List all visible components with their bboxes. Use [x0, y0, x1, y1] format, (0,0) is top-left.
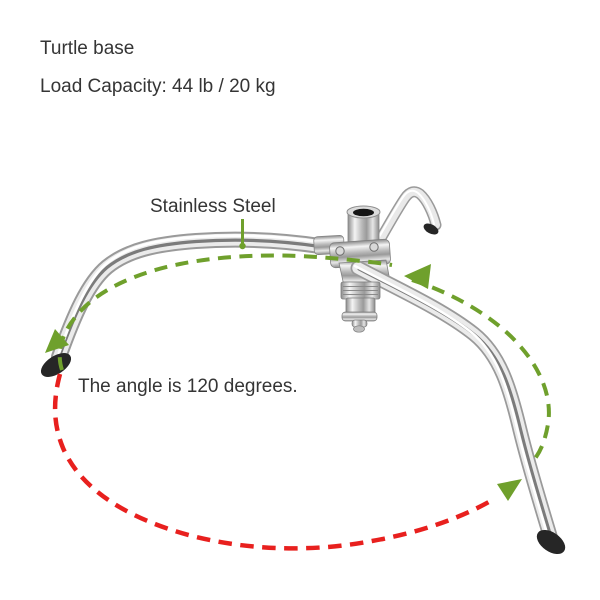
bottom-knob — [353, 325, 365, 333]
rotation-arrow-right-leg-icon — [497, 479, 522, 501]
right-foot-cap — [536, 529, 566, 555]
right-leg-tube — [355, 266, 566, 555]
hub-lower-assembly — [340, 281, 381, 333]
clamp-bolt — [369, 242, 379, 252]
product-title: Turtle base — [40, 38, 135, 59]
green-dashed-arc-right — [411, 278, 551, 462]
rotation-arrow-hub-icon — [404, 264, 431, 289]
riser-leg-tube — [374, 191, 440, 247]
load-capacity-label: Load Capacity: 44 lb / 20 kg — [40, 76, 276, 97]
rotation-arrow-left-leg-icon — [45, 329, 69, 353]
left-leg-tube — [40, 236, 320, 377]
red-dashed-arc-bottom — [52, 373, 496, 551]
riser-foot-cap — [423, 223, 439, 235]
material-pointer-dot-icon — [239, 242, 246, 250]
angle-note-label: The angle is 120 degrees. — [78, 376, 298, 397]
green-dashed-arc-top — [57, 253, 393, 371]
clamp-bolt — [335, 246, 345, 256]
material-label: Stainless Steel — [150, 196, 276, 217]
receiver-hole — [353, 208, 374, 217]
left-foot-cap — [40, 353, 72, 377]
